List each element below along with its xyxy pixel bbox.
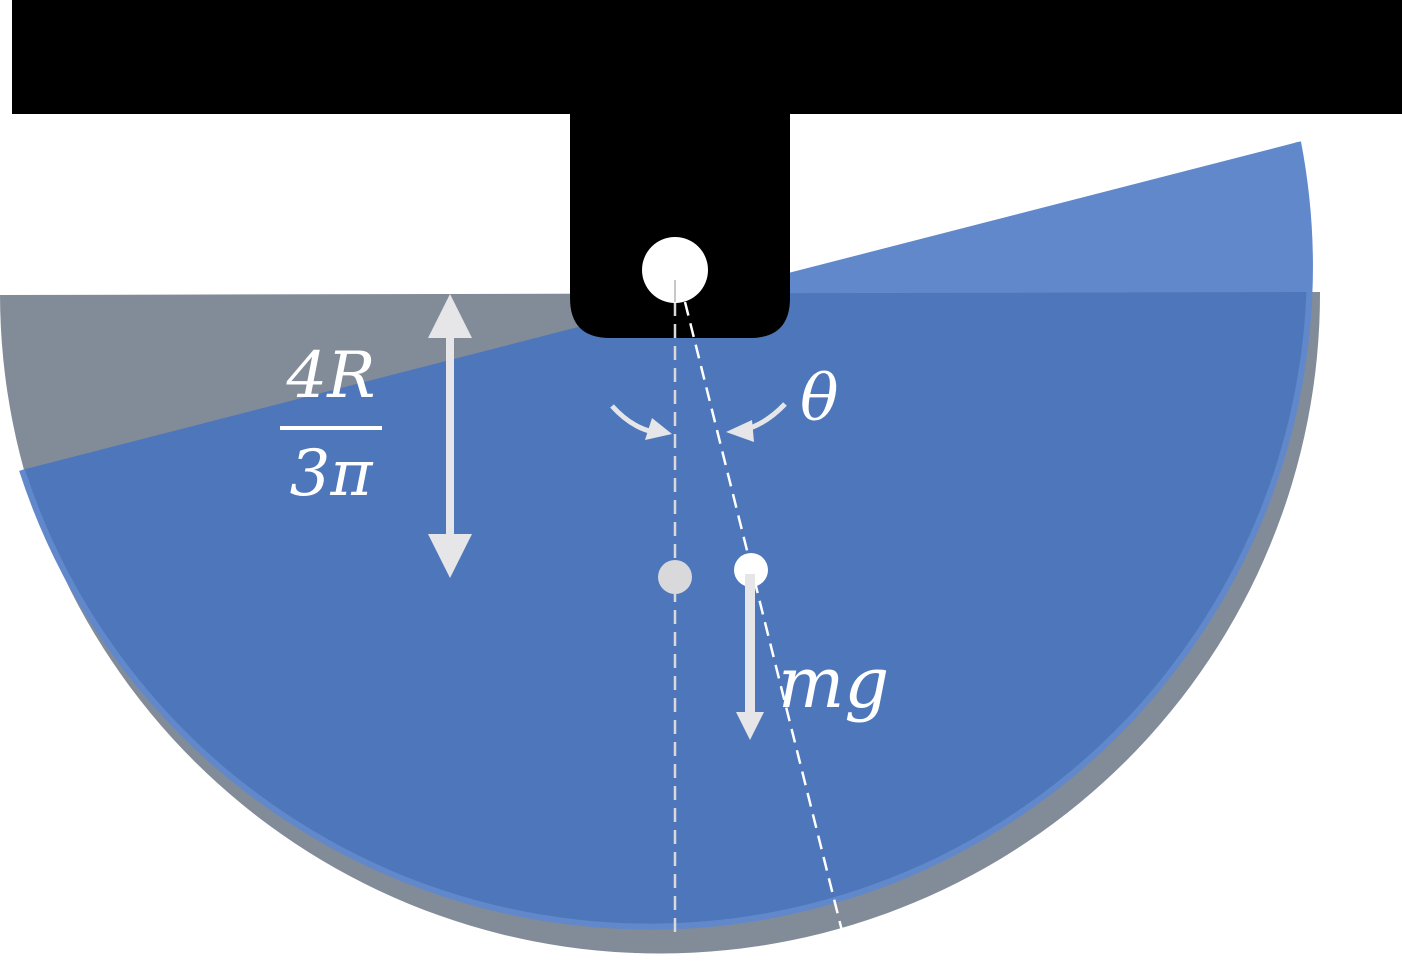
fraction-bar [280, 426, 382, 430]
force-label: mg [778, 642, 890, 724]
pivot-bracket [570, 110, 790, 338]
distance-denominator: 3π [289, 437, 373, 511]
center-of-mass-rotated [734, 553, 768, 587]
semicircle-overlap [22, 292, 1310, 927]
angle-label: θ [800, 362, 839, 436]
angle-arrow-right-head [726, 420, 754, 442]
disk-rim [19, 141, 1313, 930]
distance-numerator: 4R [286, 339, 376, 413]
pivot-pin [642, 237, 708, 303]
ceiling-support [12, 0, 1402, 114]
angle-arrow-left-head [645, 418, 672, 440]
gravity-force-arrow [736, 574, 764, 740]
distance-label: 4R 3π [278, 340, 384, 510]
center-of-mass-original [658, 560, 692, 594]
distance-double-arrow [428, 294, 472, 578]
